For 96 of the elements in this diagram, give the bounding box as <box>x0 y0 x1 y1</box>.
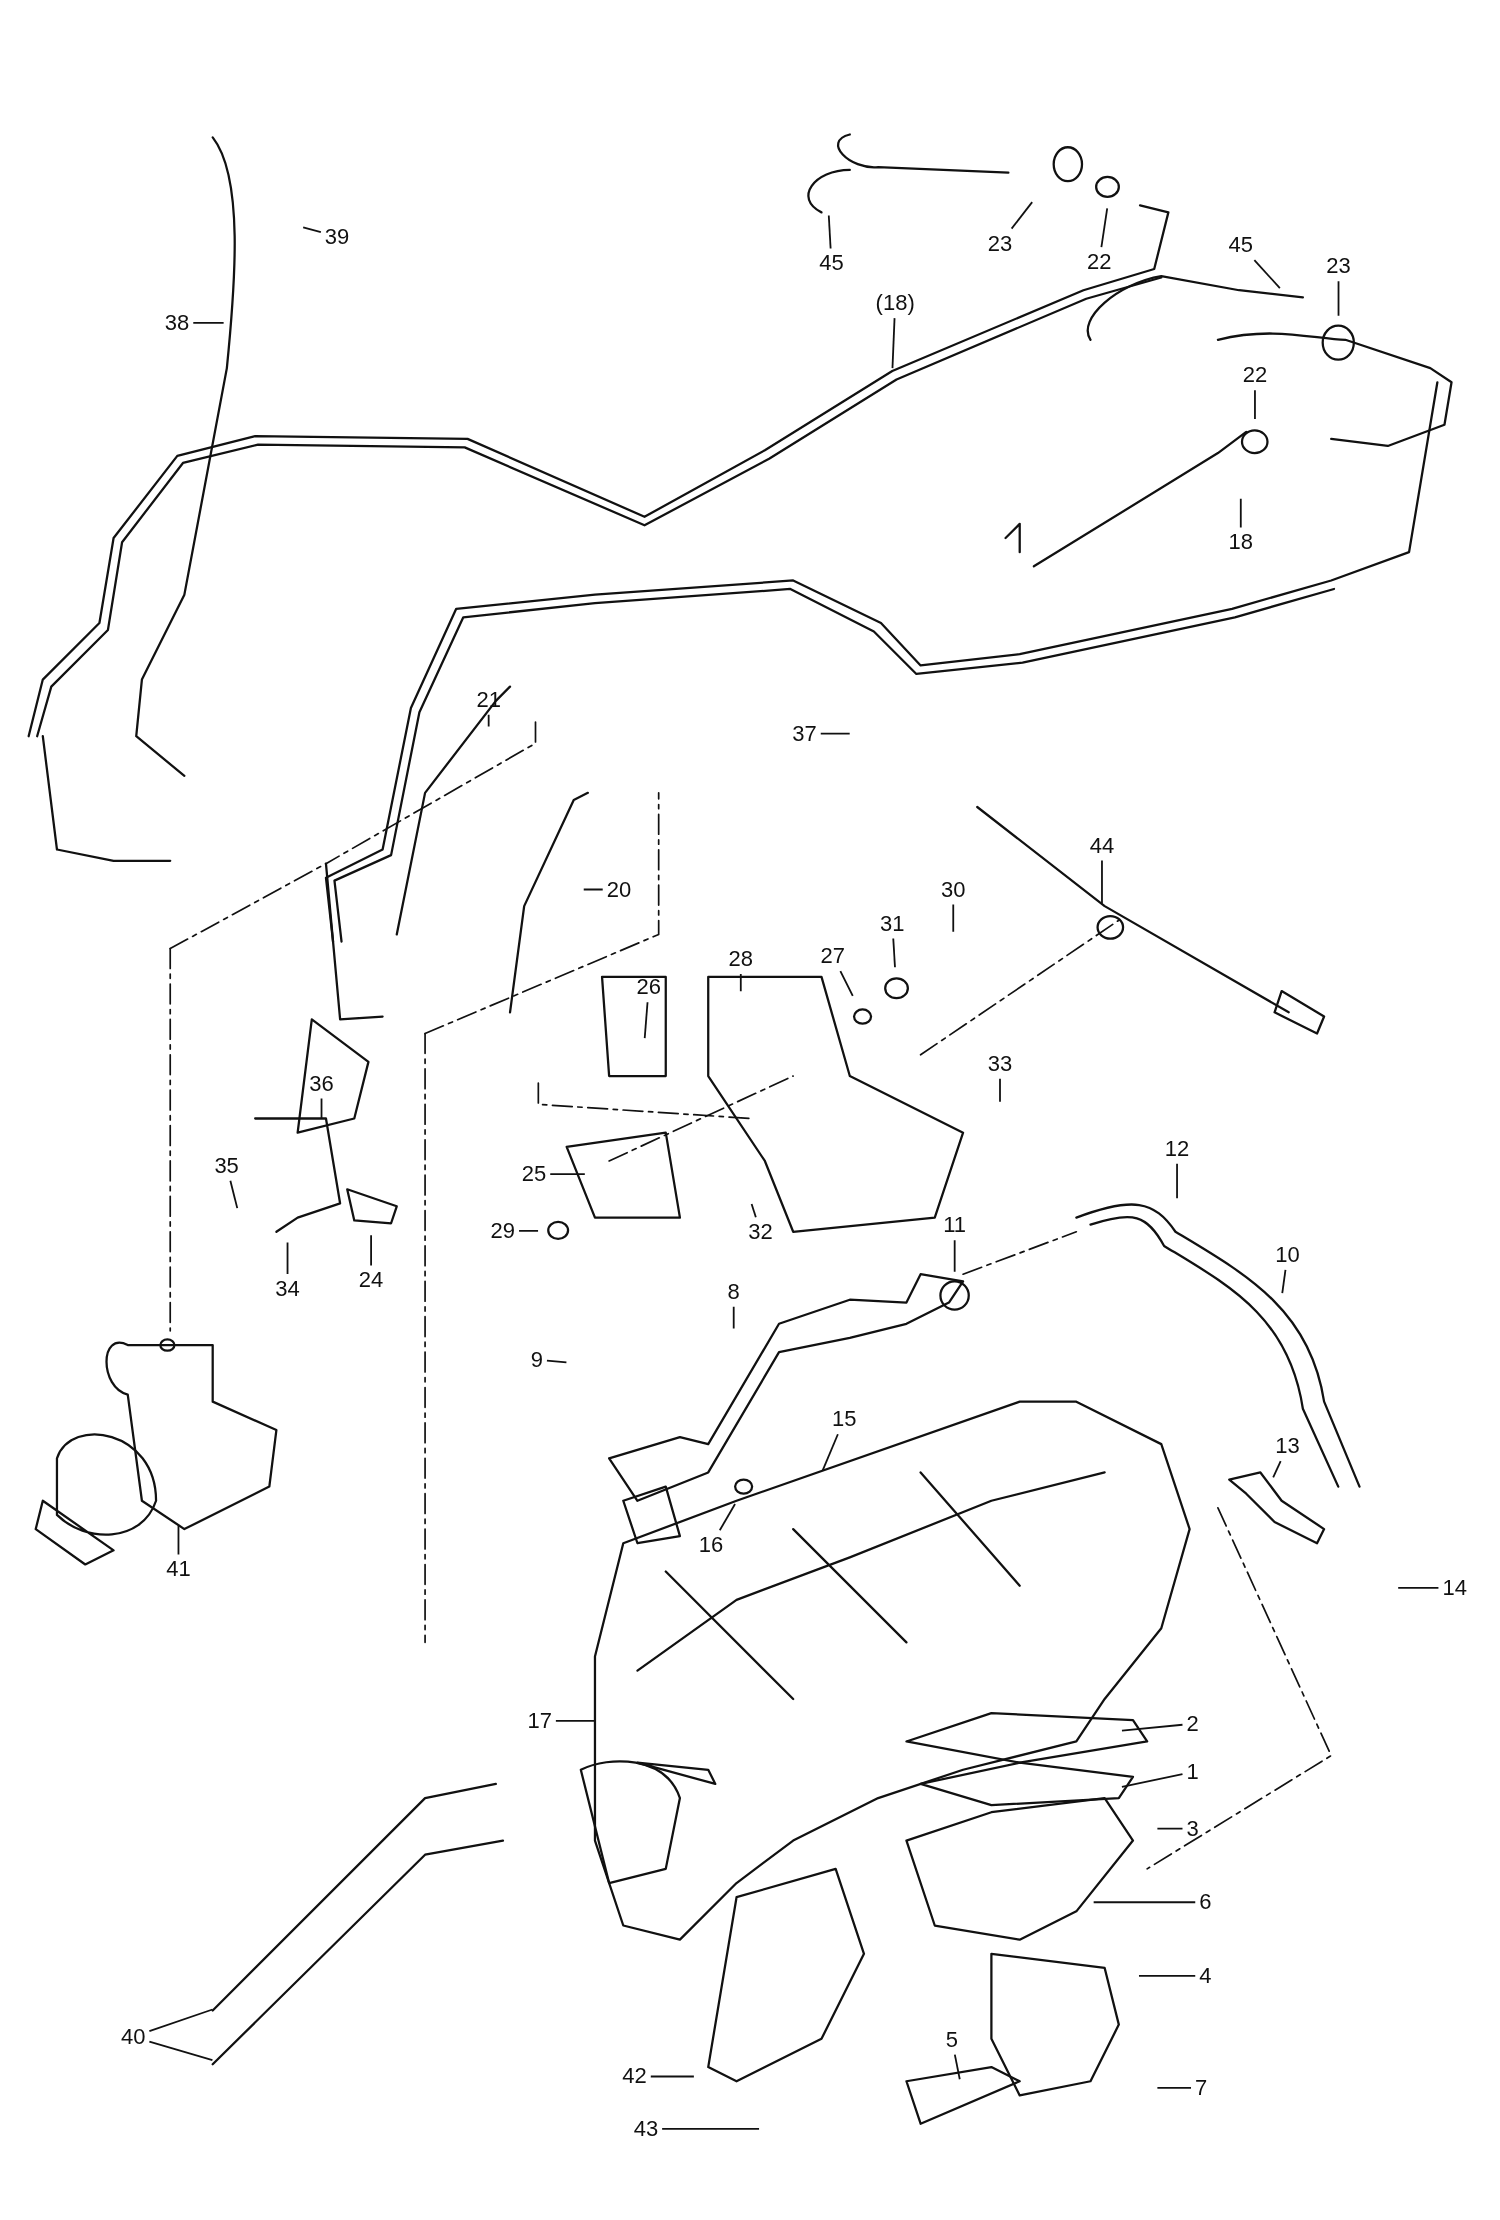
leader-line <box>177 1524 180 1556</box>
callout-number: 4 <box>1198 1963 1213 1988</box>
leader-line <box>953 2053 961 2081</box>
leader-line <box>891 317 896 369</box>
callout-number: 34 <box>274 1276 301 1301</box>
callout-number: 3 <box>1185 1816 1200 1841</box>
callout-number: 45 <box>1227 233 1254 258</box>
leader-line <box>1272 1460 1282 1479</box>
leader-line <box>732 1305 735 1330</box>
leader-line <box>1176 1162 1178 1200</box>
leader-line <box>839 970 854 997</box>
callout-number: 27 <box>819 944 847 969</box>
leader-line <box>549 1173 586 1176</box>
callout-number: (18) <box>874 291 916 316</box>
leader-line <box>750 1203 757 1219</box>
leader-line <box>1239 497 1242 529</box>
callout-number: 26 <box>635 975 662 1000</box>
leader-line <box>370 1234 372 1267</box>
callout-number: 37 <box>791 721 818 746</box>
callout-number: 14 <box>1441 1575 1468 1600</box>
callout-number: 44 <box>1088 833 1116 858</box>
callout-number: 23 <box>986 231 1014 256</box>
callout-number: 24 <box>357 1268 385 1293</box>
callout-number: 35 <box>213 1153 240 1178</box>
leader-line <box>649 2075 695 2078</box>
callout-number: 36 <box>308 1071 335 1096</box>
callout-number: 10 <box>1274 1242 1301 1267</box>
leader-line <box>148 2008 214 2033</box>
leader-line <box>739 973 742 993</box>
leader-line <box>582 888 604 891</box>
callout-number: 18 <box>1227 530 1254 555</box>
callout-number: 22 <box>1241 363 1269 388</box>
leader-line <box>1010 201 1034 230</box>
leader-line <box>1121 1723 1184 1732</box>
callout-number: 2 <box>1185 1711 1200 1736</box>
callout-number: 28 <box>727 946 754 971</box>
leader-line <box>1100 207 1109 248</box>
leader-line <box>661 2128 760 2130</box>
leader-line <box>229 1179 239 1210</box>
callout-number: 32 <box>747 1220 774 1245</box>
leader-line <box>952 903 955 933</box>
leader-line <box>555 1720 596 1722</box>
callout-number: 5 <box>944 2027 959 2052</box>
leader-line <box>953 1239 956 1273</box>
callout-number: 22 <box>1085 250 1113 275</box>
leader-line <box>827 214 832 250</box>
leader-line <box>999 1077 1001 1103</box>
leader-line <box>892 937 896 969</box>
callout-number: 15 <box>830 1407 858 1432</box>
leader-line <box>1337 280 1340 317</box>
leader-line <box>546 1359 568 1364</box>
callout-number: 11 <box>942 1213 968 1238</box>
callout-number: 31 <box>879 911 906 936</box>
leader-line <box>821 1433 839 1472</box>
leader-line <box>819 732 851 735</box>
callout-number: 9 <box>529 1347 544 1372</box>
callout-number: 6 <box>1198 1890 1213 1915</box>
leader-line <box>1281 1269 1287 1294</box>
callout-number: 17 <box>526 1708 553 1733</box>
callout-number: 42 <box>621 2064 648 2089</box>
callout-number: 39 <box>323 224 351 249</box>
callout-number: 1 <box>1185 1759 1200 1784</box>
leader-line <box>718 1503 736 1532</box>
leader-line <box>487 713 490 728</box>
leader-line <box>302 226 322 234</box>
callout-number: 25 <box>520 1162 548 1187</box>
callout-number: 30 <box>940 877 967 902</box>
leader-line <box>320 1097 323 1120</box>
leader-line <box>518 1230 539 1232</box>
leader-line <box>1121 1773 1184 1788</box>
leader-line <box>192 322 225 324</box>
callout-number: 16 <box>697 1533 725 1558</box>
leader-line <box>1253 259 1281 290</box>
leader-line <box>1101 859 1103 905</box>
leader-line <box>1254 389 1256 420</box>
callout-number: 40 <box>119 2024 147 2049</box>
callout-number: 7 <box>1194 2075 1209 2100</box>
callout-number: 23 <box>1325 254 1352 279</box>
leader-line <box>148 2040 214 2061</box>
leader-line <box>1156 1827 1184 1830</box>
callout-number: 43 <box>632 2116 660 2141</box>
callout-number: 45 <box>818 251 845 276</box>
callout-number: 29 <box>489 1218 517 1243</box>
leader-line <box>1397 1586 1440 1589</box>
callout-number: 12 <box>1163 1136 1191 1161</box>
callout-number: 13 <box>1274 1434 1301 1459</box>
callout-number: 8 <box>726 1279 741 1304</box>
callout-number: 38 <box>163 310 191 335</box>
leader-line <box>286 1241 289 1275</box>
leader-line <box>1092 1901 1197 1904</box>
callout-number: 20 <box>605 877 633 902</box>
callout-number: 41 <box>165 1557 192 1582</box>
leader-line <box>1156 2086 1192 2089</box>
callout-number: 33 <box>986 1051 1014 1076</box>
leader-line <box>643 1001 649 1039</box>
leader-line <box>1138 1975 1197 1977</box>
